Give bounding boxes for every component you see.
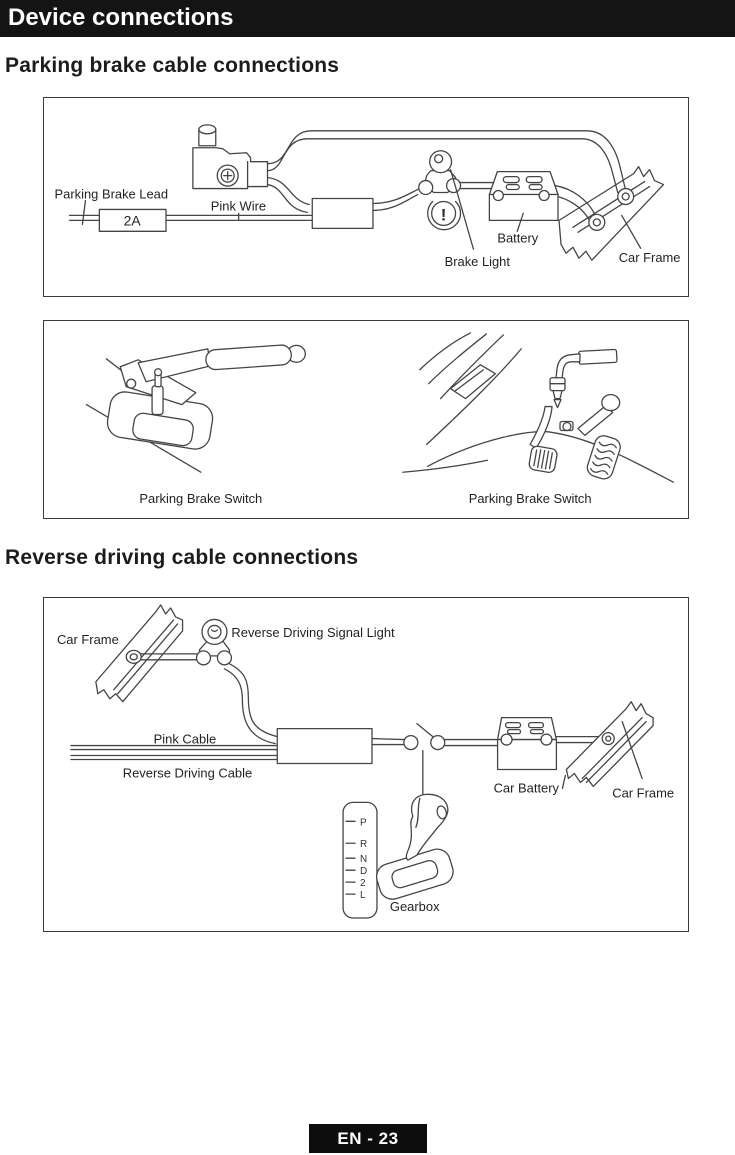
frame-bolt-left-icon xyxy=(125,649,142,664)
gear-position-d: D xyxy=(360,866,367,877)
parking-brake-switch-diagram: Parking Brake Switch xyxy=(43,320,689,519)
label-fuse-rating: 2A xyxy=(124,212,142,228)
gear-position-p: P xyxy=(360,817,367,828)
label-pink-wire: Pink Wire xyxy=(211,198,266,213)
connector-box-icon xyxy=(276,727,373,765)
reverse-driving-wiring-diagram: P R N D 2 L Car Frame Reverse Driving Si… xyxy=(43,597,689,932)
car-frame-rail-icon xyxy=(558,166,665,261)
page-header-bar: Device connections xyxy=(0,0,735,37)
gear-position-2: 2 xyxy=(360,878,366,889)
gear-shifter-icon xyxy=(375,793,454,900)
label-parking-brake-lead: Parking Brake Lead xyxy=(55,186,169,201)
label-car-frame-right: Car Frame xyxy=(612,785,674,800)
gear-position-n: N xyxy=(360,854,367,865)
section-heading-reverse-driving: Reverse driving cable connections xyxy=(5,546,359,569)
gear-indicator-panel-icon: P R N D 2 L xyxy=(342,801,378,919)
reverse-signal-light-icon xyxy=(195,618,233,666)
frame-bolt-right-icon xyxy=(601,731,615,746)
parking-brake-wiring-diagram: ! Parking Brake Lead 2A Pink xyxy=(43,97,689,297)
fuse-box-icon xyxy=(98,208,167,232)
car-frame-right-leader-line xyxy=(621,720,643,780)
label-reverse-signal-light: Reverse Driving Signal Light xyxy=(231,625,395,640)
label-car-frame-left: Car Frame xyxy=(57,632,119,647)
gear-position-l: L xyxy=(360,890,366,901)
hand-brake-lever-icon xyxy=(85,344,306,473)
connector-box-icon xyxy=(311,197,374,229)
label-brake-light: Brake Light xyxy=(445,254,511,269)
page-number-badge: EN - 23 xyxy=(309,1124,427,1153)
section-heading-parking-brake: Parking brake cable connections xyxy=(5,54,340,77)
car-frame-leader-line xyxy=(621,214,642,249)
label-reverse-driving-cable: Reverse Driving Cable xyxy=(123,765,252,780)
foot-brake-pedal-icon xyxy=(402,332,675,483)
label-battery: Battery xyxy=(497,230,538,245)
wiring-lines xyxy=(70,653,600,799)
frame-bolt-icons xyxy=(588,187,635,231)
page-number: EN - 23 xyxy=(337,1128,399,1148)
caption-parking-brake-switch-right: Parking Brake Switch xyxy=(469,491,592,506)
label-pink-cable: Pink Cable xyxy=(154,732,217,747)
label-gearbox: Gearbox xyxy=(390,899,440,914)
car-battery-icon xyxy=(496,716,558,771)
reverse-driving-wiring-art: P R N D 2 L Car Frame Reverse Driving Si… xyxy=(57,604,674,919)
label-car-frame: Car Frame xyxy=(619,250,681,265)
switch-icon xyxy=(403,722,446,751)
gear-position-r: R xyxy=(360,839,367,850)
label-car-battery: Car Battery xyxy=(494,780,560,795)
lead-leader-line xyxy=(81,199,87,226)
brake-light-icon: ! xyxy=(418,150,475,250)
parking-brake-lever-icon xyxy=(192,124,269,190)
caption-parking-brake-switch-left: Parking Brake Switch xyxy=(139,491,262,506)
parking-brake-wiring-art: ! Parking Brake Lead 2A Pink xyxy=(55,124,681,269)
car-battery-leader-tick xyxy=(561,774,567,790)
brake-warning-symbol: ! xyxy=(441,205,447,224)
page-title: Device connections xyxy=(8,4,234,31)
parking-brake-switch-art: Parking Brake Switch xyxy=(85,332,675,506)
battery-icon xyxy=(488,170,559,232)
